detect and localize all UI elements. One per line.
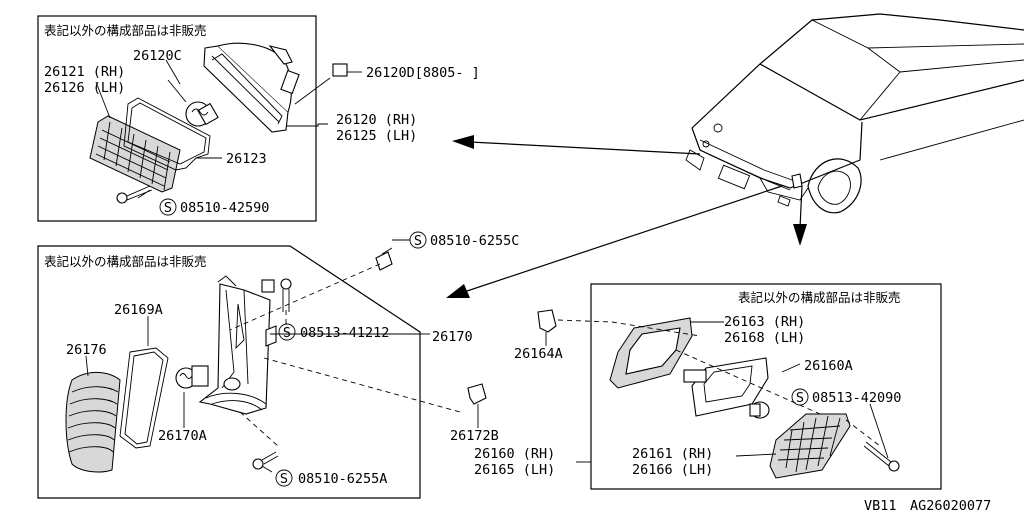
screw-symbol-icon: [791, 388, 809, 406]
lens-26121-drawing: [89, 115, 181, 193]
housing-26170-drawing: [198, 275, 277, 415]
panel-front-turn-lamp: 表記以外の構成部品は非販売: [37, 15, 480, 222]
clip-26164A-drawing: [537, 309, 557, 333]
panel-border: [37, 15, 317, 222]
car-illustration: [685, 13, 1024, 214]
label-26126: 26126 (LH): [44, 80, 125, 96]
screw-mid-drawing: [280, 278, 292, 312]
label-26169A: 26169A: [114, 302, 163, 318]
footer-model: VB11: [864, 498, 897, 512]
label-26164A: 26164A: [514, 346, 563, 362]
screw-symbol-letter: S: [283, 325, 291, 341]
label-08510-6255A: 08510-6255A: [298, 471, 387, 487]
label-26176: 26176: [66, 342, 107, 358]
label-26163: 26163 (RH): [724, 314, 805, 330]
housing-26160-drawing: [683, 357, 769, 417]
screw-symbol-letter: S: [414, 233, 422, 249]
panel-note: 表記以外の構成部品は非販売: [44, 23, 207, 38]
bulb-26120C-drawing: [167, 79, 219, 127]
screw-symbol-icon: [409, 231, 427, 249]
label-26165: 26165 (LH): [474, 462, 555, 478]
bulb-26170A-drawing: [175, 365, 209, 389]
label-26120: 26120 (RH): [336, 112, 417, 128]
label-08513-42090: 08513-42090: [812, 390, 901, 406]
arrow-to-top-panel: [452, 135, 701, 155]
panel-front-combination-lamp: 表記以外の構成部品は非販売: [37, 231, 519, 499]
label-26166: 26166 (LH): [632, 462, 713, 478]
label-26120D: 26120D[8805- ]: [366, 65, 480, 81]
clip-26172B-drawing: [467, 383, 487, 405]
label-26121: 26121 (RH): [44, 64, 125, 80]
screw-symbol-letter: S: [164, 200, 172, 216]
panel-border: [37, 245, 421, 499]
label-26161: 26161 (RH): [632, 446, 713, 462]
panel-note: 表記以外の構成部品は非販売: [738, 290, 901, 305]
label-26170A: 26170A: [158, 428, 207, 444]
label-26120C: 26120C: [133, 48, 182, 64]
screw-symbol-letter: S: [280, 471, 288, 487]
label-08510-6255C: 08510-6255C: [430, 233, 519, 249]
label-08513-41212: 08513-41212: [300, 325, 389, 341]
label-26125: 26125 (LH): [336, 128, 417, 144]
panel-border: [590, 283, 942, 490]
lamp-housing-drawing: [203, 42, 300, 133]
arrow-to-bottom-right-panel: [793, 185, 807, 246]
label-26160A: 26160A: [804, 358, 853, 374]
screw-symbol-icon: [159, 198, 177, 216]
label-26168: 26168 (LH): [724, 330, 805, 346]
lens-26176-drawing: [65, 372, 121, 473]
gasket-26169A-drawing: [119, 347, 169, 449]
footer-code: AG26020077: [910, 498, 991, 512]
screw-drawing: [863, 441, 900, 472]
label-08510-42590: 08510-42590: [180, 200, 269, 216]
lens-26161-drawing: [769, 413, 851, 479]
label-26170: 26170: [432, 329, 473, 345]
panel-note: 表記以外の構成部品は非販売: [44, 254, 207, 269]
clip-26120D-drawing: [332, 63, 348, 77]
screw-symbol-icon: [275, 469, 293, 487]
label-26172B: 26172B: [450, 428, 499, 444]
screw-top-drawing: [375, 247, 393, 271]
label-26123: 26123: [226, 151, 267, 167]
screw-bot-drawing: [252, 451, 279, 470]
screw-drawing: [116, 185, 153, 204]
bulb-26160A-drawing: [749, 401, 770, 419]
arrow-to-bottom-left-panel: [446, 185, 783, 298]
label-26160: 26160 (RH): [474, 446, 555, 462]
panel-side-marker-lamp: 表記以外の構成部品は非販売: [474, 283, 942, 490]
screw-symbol-letter: S: [796, 390, 804, 406]
screw-symbol-icon: [278, 323, 296, 341]
